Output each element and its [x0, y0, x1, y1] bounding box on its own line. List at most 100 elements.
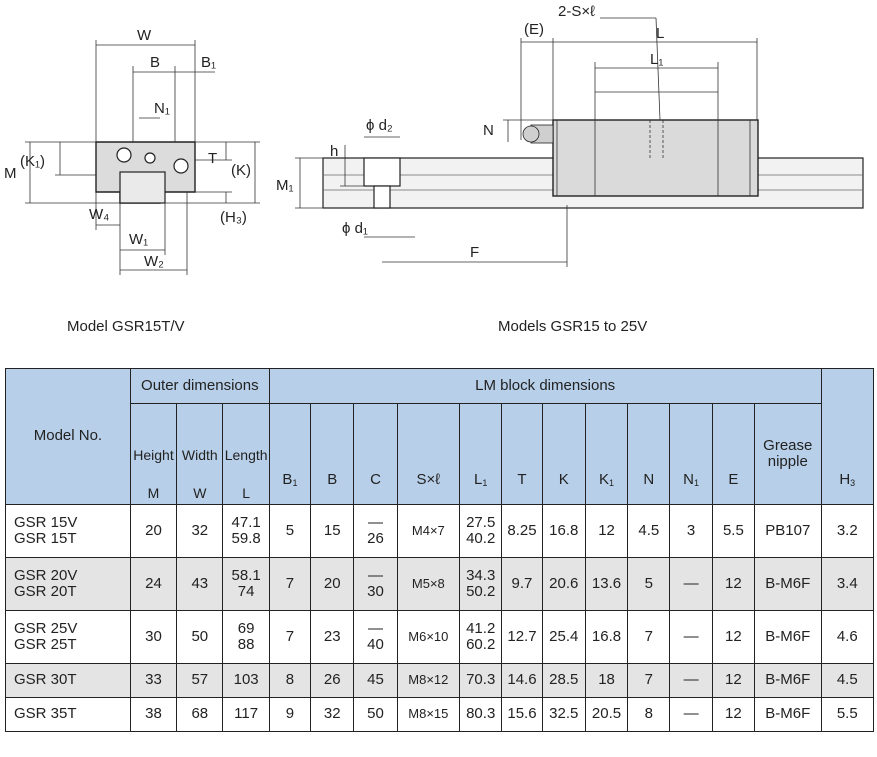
cell-SxL: M6×10: [396, 610, 461, 664]
label-N1: N₁: [154, 100, 170, 117]
cell-N: 4.5: [627, 504, 671, 558]
label-K: (K): [231, 162, 251, 179]
cell-M: 38: [129, 697, 178, 732]
label-W: W: [137, 27, 152, 44]
dimension-table: Model No. Outer dimensions LM block dime…: [5, 368, 875, 732]
label-d1: ϕ d₁: [342, 220, 368, 237]
label-SxL: 2-S×ℓ: [558, 3, 595, 20]
cell-N: 7: [627, 663, 671, 698]
label-W1: W₁: [129, 231, 148, 248]
cell-N: 7: [627, 610, 671, 664]
cell-grease: PB107: [754, 504, 822, 558]
cell-M: 30: [129, 610, 178, 664]
cell-H3: 3.4: [820, 557, 875, 611]
label-M: M: [4, 165, 17, 182]
cell-grease: B-M6F: [754, 610, 822, 664]
cell-E: 5.5: [711, 504, 756, 558]
header-H3: H3: [820, 368, 875, 505]
cell-B: 20: [310, 557, 355, 611]
cell-E: 12: [711, 663, 756, 698]
cell-C: 45: [353, 663, 398, 698]
cell-N: 5: [627, 557, 671, 611]
cell-B: 26: [310, 663, 355, 698]
label-B1: B₁: [201, 54, 216, 71]
cell-H3: 4.5: [820, 663, 875, 698]
label-K1: (K₁): [20, 153, 45, 170]
cell-B: 15: [310, 504, 355, 558]
cell-C: —26: [353, 504, 398, 558]
label-E: (E): [524, 21, 544, 38]
header-N1: N1: [669, 403, 713, 505]
cell-M: 24: [129, 557, 178, 611]
cell-SxL: M4×7: [396, 504, 461, 558]
header-outer-dimensions: Outer dimensions: [129, 368, 270, 404]
header-K1: K1: [584, 403, 629, 505]
label-W4: W₄: [89, 206, 109, 223]
cell-T: 12.7: [501, 610, 543, 664]
cell-K1: 18: [584, 663, 629, 698]
header-K: K: [541, 403, 586, 505]
label-L: L: [656, 25, 664, 42]
label-H3: (H₃): [220, 209, 247, 226]
cell-L: 117: [222, 697, 270, 732]
header-model-no: Model No.: [5, 368, 131, 505]
header-grease-nipple: Grease nipple: [754, 403, 822, 505]
cell-L1: 70.3: [459, 663, 503, 698]
header-E: E: [711, 403, 756, 505]
cell-W: 57: [176, 663, 224, 698]
cell-model: GSR 35T: [5, 697, 131, 732]
cell-SxL: M8×12: [396, 663, 461, 698]
cell-H3: 3.2: [820, 504, 875, 558]
cell-B1: 8: [268, 663, 312, 698]
cell-E: 12: [711, 610, 756, 664]
label-h: h: [330, 143, 338, 160]
cell-B1: 5: [268, 504, 312, 558]
rail-cross-section: [119, 171, 166, 204]
cell-K: 20.6: [541, 557, 586, 611]
cell-L1: 80.3: [459, 697, 503, 732]
cell-M: 33: [129, 663, 178, 698]
cell-grease: B-M6F: [754, 557, 822, 611]
cell-K1: 16.8: [584, 610, 629, 664]
cell-N: 8: [627, 697, 671, 732]
cell-B1: 9: [268, 697, 312, 732]
cell-W: 50: [176, 610, 224, 664]
cell-grease: B-M6F: [754, 697, 822, 732]
cell-H3: 5.5: [820, 697, 875, 732]
cell-N1: —: [669, 663, 713, 698]
cell-B1: 7: [268, 610, 312, 664]
cell-grease: B-M6F: [754, 663, 822, 698]
label-d2: ϕ d₂: [366, 117, 393, 134]
cell-C: —30: [353, 557, 398, 611]
cell-H3: 4.6: [820, 610, 875, 664]
cell-K: 32.5: [541, 697, 586, 732]
cell-model: GSR 30T: [5, 663, 131, 698]
cell-C: —40: [353, 610, 398, 664]
cell-N1: —: [669, 610, 713, 664]
cell-N1: —: [669, 557, 713, 611]
cell-B: 32: [310, 697, 355, 732]
header-B1: B1: [268, 403, 312, 505]
header-N: N: [627, 403, 671, 505]
cell-E: 12: [711, 697, 756, 732]
cell-E: 12: [711, 557, 756, 611]
label-T: T: [208, 150, 217, 167]
label-F: F: [470, 244, 479, 261]
cell-N1: 3: [669, 504, 713, 558]
cell-W: 68: [176, 697, 224, 732]
cell-W: 32: [176, 504, 224, 558]
